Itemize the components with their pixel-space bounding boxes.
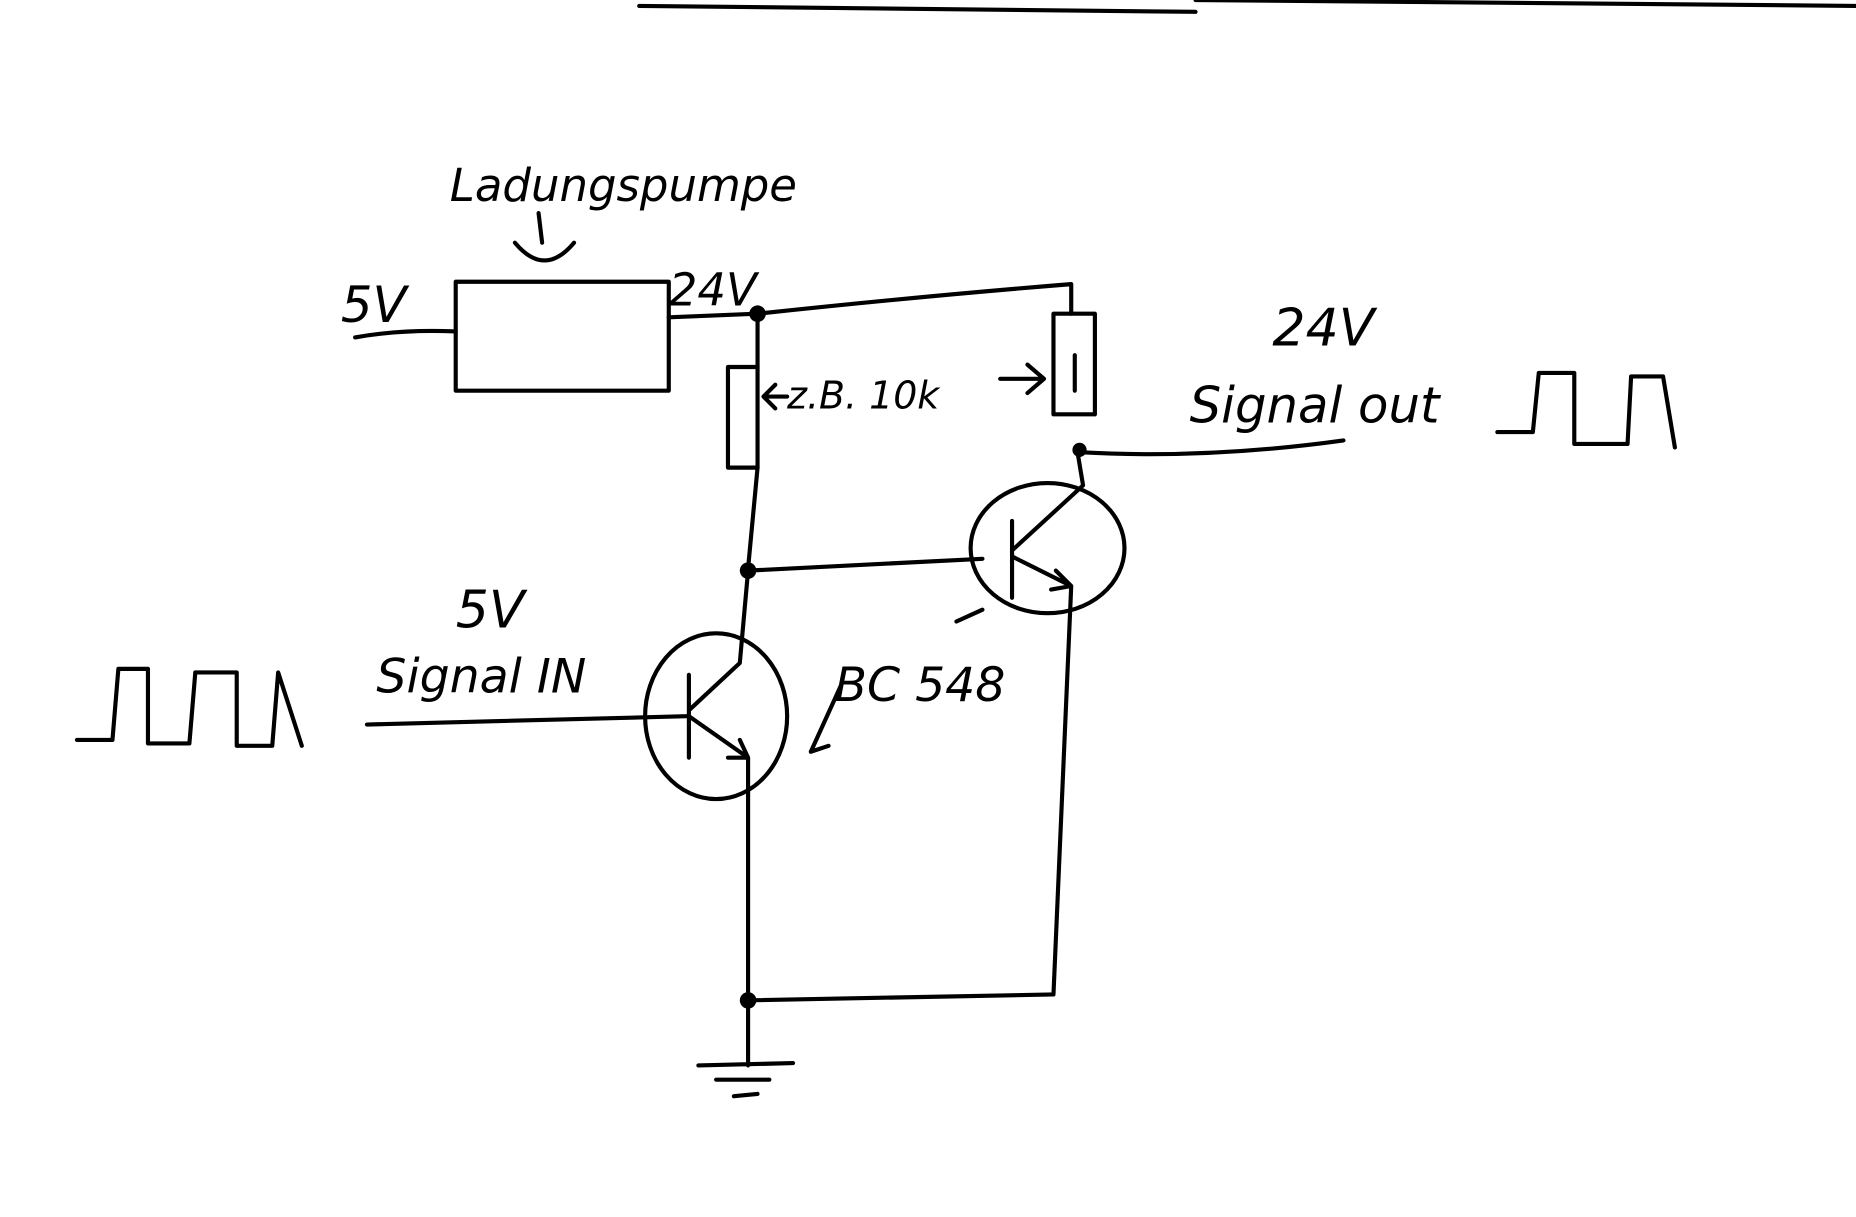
input-signal-label: Signal IN	[376, 650, 586, 705]
ground-icon	[696, 998, 796, 1099]
supply-5v-label: 5V	[341, 276, 410, 334]
wire-supply	[353, 328, 458, 340]
output-signal-label: Signal out	[1190, 377, 1442, 435]
input-square-wave-icon	[74, 666, 304, 748]
transistor-type-label: BC 548	[834, 658, 1005, 713]
resistor-note: z.B. 10k	[786, 373, 941, 417]
output-square-wave-icon	[1495, 370, 1677, 450]
transistor-1	[643, 631, 790, 802]
output-voltage-label: 24V	[1272, 299, 1377, 359]
transistor-2-leads	[1009, 447, 1086, 997]
wire-output	[1077, 438, 1346, 457]
wire-ground-return	[746, 992, 1056, 1003]
resistor-arrows	[761, 362, 1047, 411]
wire-left	[746, 311, 760, 571]
resistor-collector	[1051, 311, 1097, 417]
resistor-base	[725, 364, 760, 470]
transistor-1-leads	[686, 568, 751, 1003]
wire-input	[364, 714, 689, 727]
transistor-2	[968, 480, 1127, 616]
pump-24v-label: 24V	[669, 263, 760, 316]
charge-pump-label: Ladungspumpe	[450, 159, 797, 212]
wire-base2	[746, 556, 985, 573]
charge-pump-block	[453, 279, 671, 393]
paper-edge	[637, 0, 1856, 14]
output-node	[1072, 442, 1087, 457]
wire-24v-rail	[666, 282, 1074, 320]
type-pointer	[808, 607, 985, 754]
input-voltage-label: 5V	[456, 580, 528, 640]
pointer-arrow	[512, 211, 577, 263]
